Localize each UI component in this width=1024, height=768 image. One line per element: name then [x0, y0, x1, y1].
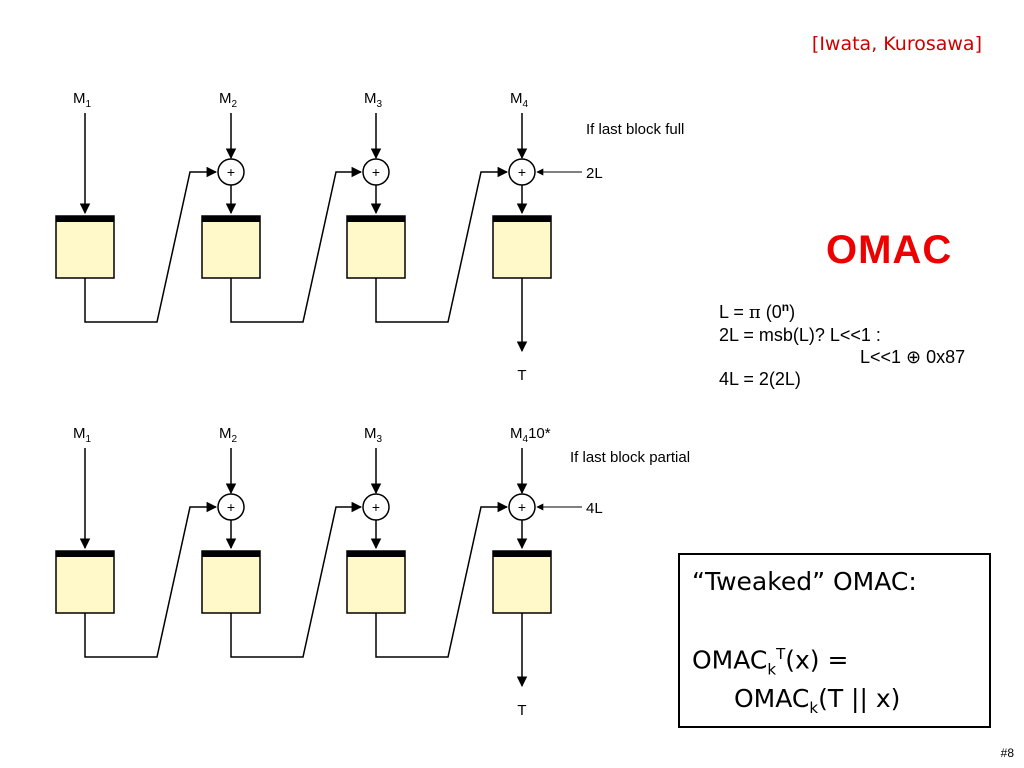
- xor-symbol: +: [227, 499, 235, 515]
- chain-connector: [230, 501, 363, 658]
- chain-connector: [375, 501, 509, 658]
- condition-label-partial: If last block partial: [570, 449, 690, 466]
- key-derivation-formulas: L = π (0n) 2L = msb(L)? L<<1 : L<<1 ⊕ 0x…: [719, 296, 965, 390]
- cipher-block: [346, 550, 406, 614]
- output-label: T: [517, 702, 526, 719]
- input-label-m2: M2: [219, 90, 238, 110]
- chain-connector: [230, 166, 363, 323]
- chain-connector: [84, 166, 218, 323]
- cipher-block: [55, 550, 115, 614]
- cipher-block-key-bar: [493, 216, 551, 222]
- cipher-block: [492, 215, 552, 279]
- input-label-m3: M3: [364, 90, 383, 110]
- xor-symbol: +: [518, 164, 526, 180]
- xor-symbol: +: [372, 164, 380, 180]
- tweaked-omac-box: “Tweaked” OMAC: OMACkT(x) = OMACk(T || x…: [678, 553, 991, 728]
- tweaked-omac-lhs: OMACkT(x) =: [692, 645, 849, 679]
- formula-4l: 4L = 2(2L): [719, 369, 801, 389]
- cipher-block-key-bar: [347, 551, 405, 557]
- chain-connector: [84, 501, 218, 658]
- xor-symbol: +: [518, 499, 526, 515]
- cipher-block-key-bar: [202, 216, 260, 222]
- input-label-m4: M4: [510, 90, 529, 110]
- input-label-m3: M3: [364, 425, 383, 445]
- mask-label: 2L: [586, 165, 603, 182]
- input-label-m2: M2: [219, 425, 238, 445]
- tweaked-omac-rhs: OMACk(T || x): [734, 684, 901, 718]
- condition-label-full: If last block full: [586, 121, 684, 138]
- formula-l: L = π (0n): [719, 300, 796, 323]
- mask-label: 4L: [586, 500, 603, 517]
- cipher-block: [201, 550, 261, 614]
- cipher-block: [201, 215, 261, 279]
- omac-title: OMAC: [826, 228, 953, 272]
- xor-symbol: +: [227, 164, 235, 180]
- cipher-block-key-bar: [56, 216, 114, 222]
- cipher-block: [492, 550, 552, 614]
- slide-number: #8: [1000, 746, 1014, 760]
- formula-2l-else: L<<1 ⊕ 0x87: [860, 347, 966, 367]
- input-label-m4: M410*: [510, 425, 551, 445]
- input-label-m1: M1: [73, 425, 92, 445]
- cipher-block: [55, 215, 115, 279]
- tweaked-omac-heading: “Tweaked” OMAC:: [692, 567, 917, 596]
- cipher-block-key-bar: [493, 551, 551, 557]
- output-label: T: [517, 367, 526, 384]
- citation: [Iwata, Kurosawa]: [811, 33, 982, 55]
- omac-full-block-diagram: M1 M2 + M3 + M4 +2L T If last block full: [55, 90, 684, 384]
- cipher-block: [346, 215, 406, 279]
- chain-connector: [375, 166, 509, 323]
- cipher-block-key-bar: [56, 551, 114, 557]
- input-label-m1: M1: [73, 90, 92, 110]
- xor-symbol: +: [372, 499, 380, 515]
- pi-symbol: π: [748, 302, 761, 323]
- cipher-block-key-bar: [202, 551, 260, 557]
- formula-2l: 2L = msb(L)? L<<1 :: [719, 325, 881, 345]
- cipher-block-key-bar: [347, 216, 405, 222]
- omac-partial-block-diagram: M1 M2 + M3 + M410* +4L T If last block partial: [55, 425, 690, 719]
